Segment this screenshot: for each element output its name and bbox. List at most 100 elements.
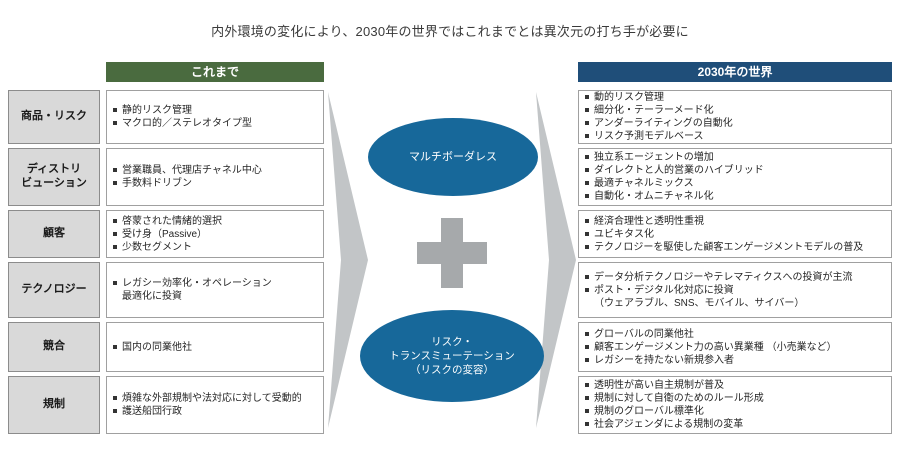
item-text: 細分化・テーラーメード化 [594, 105, 714, 116]
item-text: 経済合理性と透明性重視 [594, 215, 704, 227]
bullet-list: 啓蒙された情緒的選択受け身（Passive）少数セグメント [107, 213, 226, 256]
bullet-list: 透明性が高い自主規制が普及規制に対して自衛のためのルール形成規制のグローバル標準… [579, 377, 768, 433]
bullet-icon [585, 396, 589, 400]
plus-icon [417, 218, 487, 288]
bullet-item: 自動化・オムニチャネル化 [583, 190, 764, 203]
bullet-item: テクノロジーを駆使した顧客エンゲージメントモデルの普及 [583, 241, 863, 254]
bullet-item: 動的リスク管理 [583, 91, 733, 104]
bullet-icon [585, 274, 589, 279]
bullet-item: 受け身（Passive） [111, 228, 222, 241]
bullet-item: リスク予測モデルベース [583, 130, 733, 143]
item-text: 規制に対して自衛のためのルール形成 [594, 393, 764, 404]
bullet-icon [585, 181, 589, 185]
item-text: 規制のグローバル標準化 [594, 406, 704, 417]
bullet-list: データ分析テクノロジーやテレマティクスへの投資が主流ポスト・デジタル化対応に投資… [579, 269, 857, 312]
bullet-list: 経済合理性と透明性重視ユビキタス化テクノロジーを駆使した顧客エンゲージメントモデ… [579, 213, 867, 256]
bullet-item: マクロ的／ステレオタイプ型 [111, 117, 252, 130]
before-box: レガシー効率化・オペレーション 最適化に投資 [106, 262, 324, 318]
bullet-list: 煩雑な外部規制や法対応に対して受動的護送船団行政 [107, 390, 306, 420]
before-box: 国内の同業他社 [106, 322, 324, 372]
item-text: 国内の同業他社 [122, 341, 192, 353]
item-text: データ分析テクノロジーやテレマティクスへの投資が主流 [594, 271, 853, 283]
bullet-icon [585, 134, 589, 138]
item-text: 静的リスク管理 [122, 105, 192, 116]
category-box: 規制 [8, 376, 100, 434]
chevron-right-icon [328, 92, 368, 428]
bullet-list: 動的リスク管理細分化・テーラーメード化アンダーライティングの自動化リスク予測モデ… [579, 89, 737, 145]
comparison-row: 規制煩雑な外部規制や法対応に対して受動的護送船団行政透明性が高い自主規制が普及規… [8, 376, 892, 434]
bullet-icon [113, 231, 117, 236]
item-text: ユビキタス化 [594, 228, 654, 240]
category-box: 顧客 [8, 210, 100, 258]
bullet-item: 顧客エンゲージメント力の高い異業種 （小売業など） [583, 341, 837, 354]
bullet-item: レガシーを持たない新規参入者 [583, 354, 837, 367]
item-text: 少数セグメント [122, 241, 192, 253]
bullet-item: ダイレクトと人的営業のハイブリッド [583, 164, 764, 177]
bullet-item: 規制のグローバル標準化 [583, 405, 764, 418]
multi-borderless-ellipse: マルチボーダレス [368, 118, 538, 196]
bullet-list: レガシー効率化・オペレーション 最適化に投資 [107, 275, 276, 305]
comparison-row: ディストリ ビューション営業職員、代理店チャネル中心手数料ドリブン独立系エージェ… [8, 148, 892, 206]
bullet-item: アンダーライティングの自動化 [583, 117, 733, 130]
bullet-list: グローバルの同業他社顧客エンゲージメント力の高い異業種 （小売業など）レガシーを… [579, 326, 841, 369]
item-text: 顧客エンゲージメント力の高い異業種 （小売業など） [594, 341, 837, 353]
before-box: 煩雑な外部規制や法対応に対して受動的護送船団行政 [106, 376, 324, 434]
bullet-icon [113, 168, 117, 172]
bullet-list: 国内の同業他社 [107, 339, 196, 356]
item-text: 独立系エージェントの増加 [594, 152, 714, 163]
item-text: 煩雑な外部規制や法対応に対して受動的 [122, 393, 302, 404]
bullet-icon [585, 218, 589, 223]
bullet-item: グローバルの同業他社 [583, 328, 837, 341]
bullet-item: 透明性が高い自主規制が普及 [583, 379, 764, 392]
after-box: データ分析テクノロジーやテレマティクスへの投資が主流ポスト・デジタル化対応に投資… [578, 262, 892, 318]
bullet-icon [585, 155, 589, 159]
item-text: ダイレクトと人的営業のハイブリッド [594, 165, 764, 176]
category-box: 商品・リスク [8, 90, 100, 144]
bullet-icon [585, 121, 589, 125]
ellipse-label: リスク・ トランスミューテーション （リスクの変容） [389, 335, 515, 377]
comparison-row: 商品・リスク静的リスク管理マクロ的／ステレオタイプ型動的リスク管理細分化・テーラ… [8, 90, 892, 144]
bullet-item: レガシー効率化・オペレーション 最適化に投資 [111, 277, 272, 303]
item-text: グローバルの同業他社 [594, 328, 694, 340]
bullet-icon [585, 383, 589, 387]
bullet-icon [113, 281, 117, 285]
category-box: テクノロジー [8, 262, 100, 318]
bullet-icon [585, 287, 589, 292]
bullet-list: 独立系エージェントの増加ダイレクトと人的営業のハイブリッド最適チャネルミックス自… [579, 149, 768, 205]
risk-transmutation-ellipse: リスク・ トランスミューテーション （リスクの変容） [360, 310, 544, 402]
bullet-item: 社会アジェンダによる規制の変革 [583, 418, 764, 431]
bullet-icon [113, 344, 117, 349]
bullet-item: 護送船団行政 [111, 405, 302, 418]
after-box: グローバルの同業他社顧客エンゲージメント力の高い異業種 （小売業など）レガシーを… [578, 322, 892, 372]
category-box: 競合 [8, 322, 100, 372]
header-after: 2030年の世界 [578, 62, 892, 82]
bullet-icon [113, 244, 117, 249]
bullet-icon [113, 121, 117, 125]
bullet-icon [113, 108, 117, 112]
after-box: 独立系エージェントの増加ダイレクトと人的営業のハイブリッド最適チャネルミックス自… [578, 148, 892, 206]
item-text: 動的リスク管理 [594, 92, 664, 103]
bullet-item: 国内の同業他社 [111, 341, 192, 354]
item-text: 手数料ドリブン [122, 178, 192, 189]
comparison-row: 競合 国内の同業他社 グローバルの同業他社顧客エンゲージメント力の高い異業種 （小売… [8, 322, 892, 372]
bullet-item: データ分析テクノロジーやテレマティクスへの投資が主流 [583, 271, 853, 284]
bullet-item: ポスト・デジタル化対応に投資 （ウェアラブル、SNS、モバイル、サイバー） [583, 284, 853, 310]
item-text: 透明性が高い自主規制が普及 [594, 380, 724, 391]
bullet-item: 営業職員、代理店チャネル中心 [111, 164, 262, 177]
bullet-item: 独立系エージェントの増加 [583, 151, 764, 164]
bullet-item: ユビキタス化 [583, 228, 863, 241]
bullet-icon [585, 422, 589, 426]
bullet-list: 静的リスク管理マクロ的／ステレオタイプ型 [107, 102, 256, 132]
comparison-row: 顧客啓蒙された情緒的選択受け身（Passive）少数セグメント 経済合理性と透明性… [8, 210, 892, 258]
bullet-item: 経済合理性と透明性重視 [583, 215, 863, 228]
comparison-row: テクノロジーレガシー効率化・オペレーション 最適化に投資 データ分析テクノロジーや… [8, 262, 892, 318]
bullet-item: 少数セグメント [111, 241, 222, 254]
after-box: 経済合理性と透明性重視ユビキタス化テクノロジーを駆使した顧客エンゲージメントモデ… [578, 210, 892, 258]
bullet-icon [585, 194, 589, 198]
ellipse-label: マルチボーダレス [409, 150, 497, 163]
bullet-icon [585, 331, 589, 336]
before-box: 営業職員、代理店チャネル中心手数料ドリブン [106, 148, 324, 206]
bullet-item: 煩雑な外部規制や法対応に対して受動的 [111, 392, 302, 405]
bullet-icon [585, 357, 589, 362]
